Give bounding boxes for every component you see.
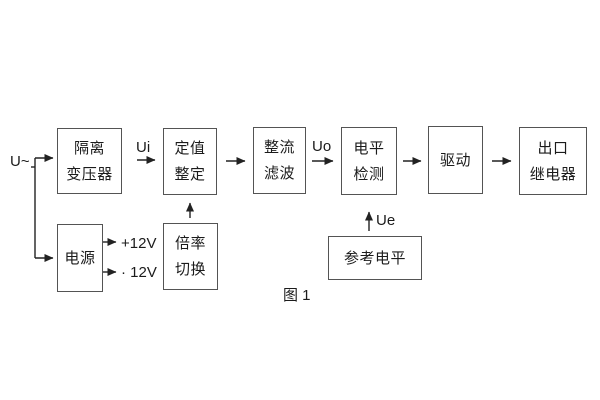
block-reference-level: 参考电平 xyxy=(328,236,422,280)
block-label-line: 检测 xyxy=(353,165,385,183)
block-rectifier-filter: 整流 滤波 xyxy=(253,127,306,194)
block-label-line: 出口 xyxy=(537,139,569,157)
block-label-line: 整流 xyxy=(263,139,295,156)
block-label-line: 隔离 xyxy=(73,139,105,157)
block-label-line: 电源 xyxy=(64,249,96,267)
input-voltage-label: U~ xyxy=(10,153,30,170)
block-level-detection: 电平 检测 xyxy=(341,127,397,195)
block-label-line: 驱动 xyxy=(439,151,471,169)
signal-uo-label: Uo xyxy=(312,138,332,155)
block-label-line: 整定 xyxy=(174,166,206,183)
block-isolation-transformer: 隔离 变压器 xyxy=(57,128,122,194)
block-power-supply: 电源 xyxy=(57,224,103,292)
block-label-line: 变压器 xyxy=(66,165,113,183)
positive-12v-label: +12V xyxy=(121,235,157,252)
block-ratio-switching: 倍率 切换 xyxy=(163,223,218,290)
signal-ue-label: Ue xyxy=(376,212,396,229)
block-label-line: 切换 xyxy=(174,261,206,278)
block-setting-adjustment: 定值 整定 xyxy=(163,128,217,195)
block-label-line: 滤波 xyxy=(263,165,295,182)
negative-12v-label: · 12V xyxy=(121,264,157,281)
signal-ui-label: Ui xyxy=(136,139,151,156)
block-label-line: 继电器 xyxy=(529,165,577,183)
block-label-line: 参考电平 xyxy=(343,249,406,267)
block-output-relay: 出口 继电器 xyxy=(519,127,587,195)
figure-caption: 图 1 xyxy=(283,287,311,304)
block-driver: 驱动 xyxy=(428,126,483,194)
block-label-line: 定值 xyxy=(174,140,206,157)
block-label-line: 电平 xyxy=(353,139,385,157)
block-label-line: 倍率 xyxy=(174,235,206,252)
